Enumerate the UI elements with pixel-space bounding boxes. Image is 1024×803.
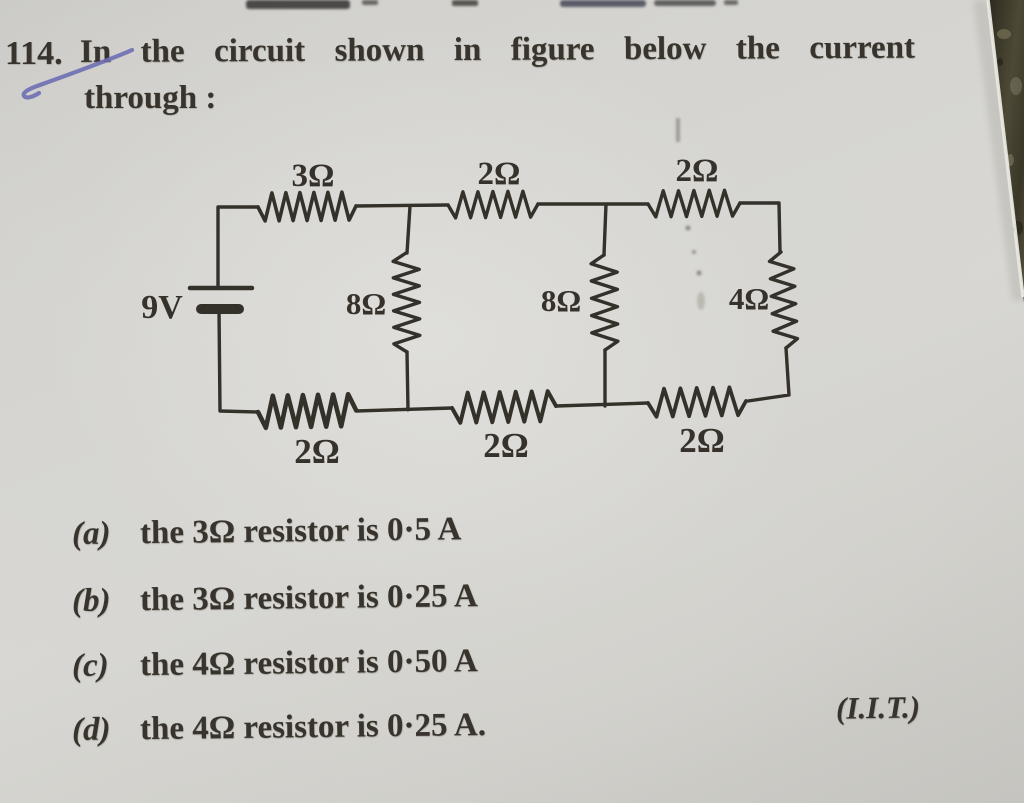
label-r-bottom-3: 2Ω (679, 421, 725, 460)
resistor-8ohm-left (391, 251, 422, 354)
label-r-mid-3: 4Ω (729, 281, 769, 316)
resistor-4ohm-right (767, 250, 800, 350)
label-r-bottom-1: 2Ω (294, 432, 340, 471)
label-battery-voltage: 9V (141, 289, 183, 326)
label-r-mid-2: 8Ω (541, 283, 581, 318)
label-r-top-2: 2Ω (478, 156, 521, 192)
page-edge-highlight (986, 0, 1024, 298)
cropped-text-remnants (246, 0, 738, 9)
resistor-2ohm-bottom-mid (450, 389, 558, 425)
resistor-2ohm-bottom-left (255, 391, 359, 431)
label-r-mid-1: 8Ω (346, 286, 386, 321)
question-text-line2: through : (84, 80, 217, 116)
resistor-2ohm-bottom-right (646, 385, 748, 419)
photo-table-corner (973, 0, 1024, 303)
resistor-3ohm-top (256, 190, 358, 223)
pen-tick-mark-icon (21, 47, 135, 100)
label-r-top-3: 2Ω (676, 153, 719, 189)
resistor-2ohm-top-right (646, 188, 742, 219)
circuit-labels: 3Ω 2Ω 2Ω 8Ω 8Ω 4Ω 2Ω 2Ω 2Ω 9V (141, 153, 769, 471)
question-number: 114. (5, 35, 63, 72)
resistor-8ohm-mid (589, 253, 620, 352)
circuit-wires (216, 201, 791, 414)
label-r-bottom-2: 2Ω (483, 426, 529, 465)
label-r-top-1: 3Ω (292, 158, 335, 194)
print-smudges (676, 118, 705, 310)
resistor-2ohm-top-mid (446, 189, 540, 220)
circuit-diagram (187, 188, 800, 431)
